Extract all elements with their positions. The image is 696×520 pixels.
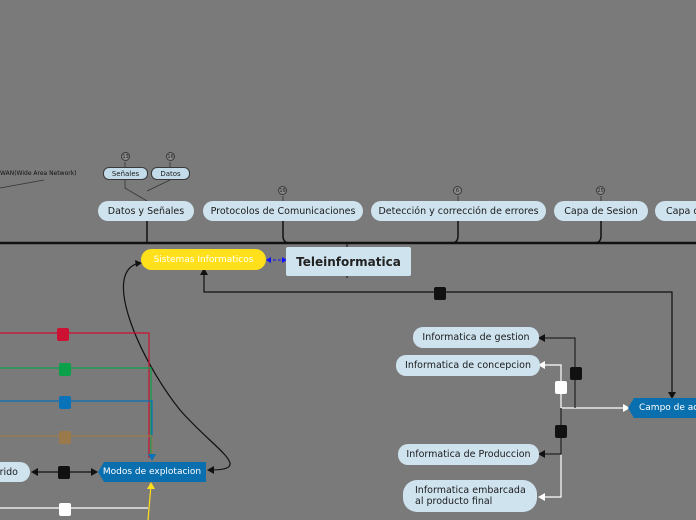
informatica-embarcada-node[interactable]: Informatica embarcada al producto final bbox=[403, 480, 537, 512]
relation-marker-gestion[interactable] bbox=[570, 367, 582, 380]
count-badge-deteccion: 6 bbox=[453, 186, 462, 195]
relation-marker-red[interactable] bbox=[57, 328, 69, 341]
subtopic-wan[interactable]: WAN(Wide Area Network) bbox=[0, 170, 77, 177]
count-badge-senales: 13 bbox=[121, 152, 130, 161]
line-teal bbox=[0, 400, 153, 458]
count-badge-datos: 16 bbox=[166, 152, 175, 161]
campo-accion-node[interactable]: Campo de ac bbox=[628, 398, 696, 418]
relation-marker-rido[interactable] bbox=[58, 466, 70, 479]
line-yellow bbox=[147, 484, 152, 520]
connector-wan bbox=[0, 179, 45, 189]
informatica-embarcada-line1: Informatica embarcada bbox=[415, 485, 526, 496]
connector-datos bbox=[146, 179, 171, 192]
connector-protocolos bbox=[282, 221, 291, 244]
modos-explotacion-node[interactable]: Modos de explotacion bbox=[98, 462, 206, 482]
connector-capa-sesion bbox=[593, 221, 602, 244]
subtopic-senales[interactable]: Señales bbox=[103, 167, 148, 180]
relation-marker-teal[interactable] bbox=[59, 396, 71, 409]
informatica-gestion-node[interactable]: Informatica de gestion bbox=[413, 327, 539, 348]
topic-deteccion[interactable]: Detección y corrección de errores bbox=[371, 201, 546, 221]
line-red bbox=[0, 332, 150, 458]
relation-marker-white[interactable] bbox=[59, 503, 71, 516]
tree-campo bbox=[540, 337, 628, 498]
topic-datos-senales[interactable]: Datos y Señales bbox=[98, 201, 194, 221]
line-green bbox=[0, 367, 152, 458]
relation-marker-produccion[interactable] bbox=[555, 425, 567, 438]
topic-protocolos[interactable]: Protocolos de Comunicaciones bbox=[203, 201, 363, 221]
count-badge-capa-sesion: 25 bbox=[596, 186, 605, 195]
connector-deteccion bbox=[450, 221, 459, 244]
root-topic-teleinformatica[interactable]: Teleinformatica bbox=[286, 247, 411, 276]
relation-marker-campo[interactable] bbox=[434, 287, 446, 300]
topic-capa-partial[interactable]: Capa d bbox=[655, 201, 696, 221]
informatica-concepcion-node[interactable]: Informatica de concepcion bbox=[396, 355, 540, 376]
connector-senales bbox=[124, 180, 148, 202]
informatica-produccion-node[interactable]: Informatica de Produccion bbox=[398, 444, 539, 465]
informatica-embarcada-line2: al producto final bbox=[415, 496, 493, 507]
line-brown bbox=[0, 435, 153, 458]
topic-capa-sesion[interactable]: Capa de Sesion bbox=[554, 201, 648, 221]
rido-node[interactable]: rido bbox=[0, 462, 30, 482]
relation-marker-brown[interactable] bbox=[59, 431, 71, 444]
relation-modos bbox=[122, 262, 231, 471]
sistemas-informaticos-node[interactable]: Sistemas Informaticos bbox=[141, 249, 266, 270]
count-badge-protocolos: 16 bbox=[278, 186, 287, 195]
relation-marker-green[interactable] bbox=[59, 363, 71, 376]
relation-marker-concepcion[interactable] bbox=[555, 381, 567, 394]
subtopic-datos[interactable]: Datos bbox=[151, 167, 190, 180]
